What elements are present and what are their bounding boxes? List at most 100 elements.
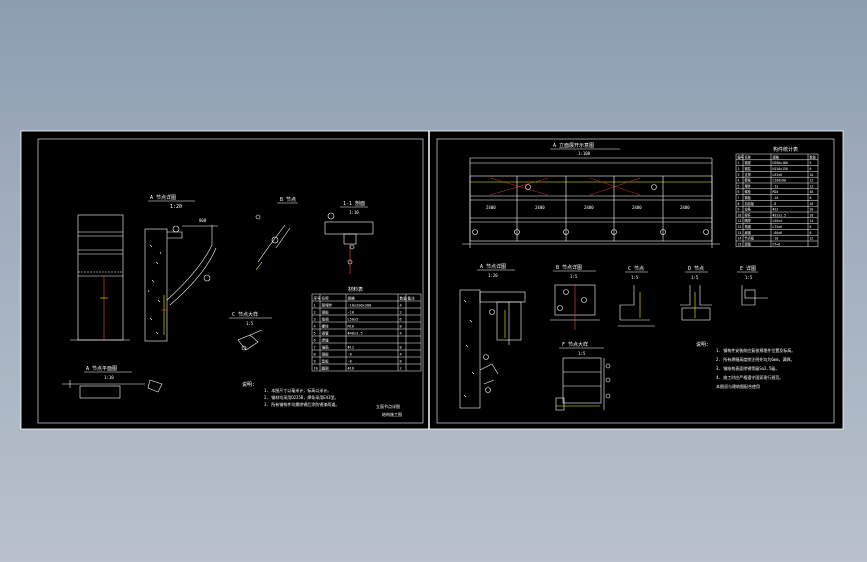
right-detail-5-title: E 详图 [740,265,756,272]
plan-view-drawing: A 节点平面图 1:10 [62,366,163,399]
material-table-cell: 8 [400,346,402,350]
material-table-header-cell: 备注 [408,296,416,301]
component-table-cell: 钢柱 [745,166,752,171]
material-table-cell: 2 [314,311,316,315]
component-table-cell: 8 [810,231,812,235]
component-table-cell: 10 [810,173,814,177]
left-drawing-title: 立面节点详图 [376,403,400,409]
material-table-header-cell: 序号 [314,296,322,301]
detail-a-scale: 1:20 [170,204,182,210]
component-table-cell: 16 [810,202,814,206]
left-sheet[interactable]: A 节点详图 1:20 800 [37,138,424,424]
material-table-cell: 钢管 [322,331,330,336]
component-table-cell: C160x60 [773,179,787,183]
material-table-header-cell: 规格 [348,296,356,301]
component-table-cell: Φ12 [773,208,779,212]
component-table-cell: H150x150 [773,167,788,171]
component-table-cell: 10 [810,213,814,217]
detail-c-drawing: C 节点大样 1:5 [229,311,272,351]
left-note-3: 3. 所有钢构件均需除锈后涂防锈漆两道。 [264,401,339,407]
right-detail-4-title: D 节点 [688,266,704,272]
detail-c-scale: 1:5 [246,321,254,326]
component-table-cell: -10 [773,196,779,200]
left-note-1: 1. 本图尺寸以毫米计，标高以米计。 [264,387,331,393]
right-detail-5-scale: 1:5 [745,275,753,280]
component-table-header-cell: 规格 [773,154,780,159]
material-table-cell: M16 [348,325,355,329]
component-table-cell: 支撑 [745,172,752,177]
component-table-cell: 6 [738,190,740,194]
section-1-scale: 1:10 [349,210,359,215]
component-table-cell: 20 [810,208,814,212]
detail-c-title: C 节点大样 [232,311,258,318]
label-b: B 节点 [280,197,296,203]
component-table-cell: 节点板 [745,236,755,241]
right-detail-5: E 详图 1:5 [737,265,768,306]
material-table-cell: 螺栓 [322,324,330,329]
right-note-1: 1. 钢构件安装前应复核预埋件位置及标高。 [716,347,795,353]
right-detail-6-title: F 节点大样 [562,341,588,348]
right-detail-2-title: B 节点详图 [556,264,582,271]
left-note-2: 2. 钢材均采用Q235B，焊条采用E43型。 [264,394,339,400]
component-table-cell: 拉条 [745,207,752,212]
component-table-cell: 檩条 [745,178,752,183]
component-table-cell: 13 [738,231,742,235]
component-table-cell: hf=6 [773,242,781,246]
right-detail-2: B 节点详图 1:5 [550,264,600,330]
component-table-cell: -10 [773,237,779,241]
component-table-cell: -60x6 [773,231,783,235]
component-table-cell: 12 [810,179,814,183]
right-detail-3-title: C 节点 [628,266,644,272]
section-a-drawing: 800 [144,218,218,342]
material-table-cell: 2 [400,367,402,371]
material-table-cell: 6 [400,318,402,322]
material-table-title: 材料表 [348,286,363,293]
material-table-cell: 钢板 [322,310,330,315]
right-detail-1-title: A 节点详图 [480,263,506,270]
component-table-cell: 隅撑 [745,218,752,223]
component-table-cell: L50x4 [773,219,783,223]
elevation-scale: 1:100 [578,151,591,156]
component-table-cell: 钢梁 [745,160,752,165]
material-table-cell: 6 [314,339,316,343]
component-table-cell: 3 [738,173,740,177]
material-table-cell: 预埋件 [322,303,333,308]
dim-800: 800 [199,218,207,223]
right-detail-3-scale: 1:5 [631,275,639,280]
component-table-cell: 焊缝 [745,241,752,246]
component-table-cell: 5 [738,184,740,188]
detail-b-drawing: B 节点 [255,197,298,271]
component-table-cell: 12 [810,184,814,188]
material-table-cell: -10x200x300 [348,304,372,308]
component-table-cell: 6 [810,225,812,229]
component-table-cell: 15 [738,242,742,246]
component-table-cell: 扁钢 [745,230,751,235]
component-table-cell: 11 [738,219,742,223]
material-table-cell: 3 [314,318,316,322]
right-detail-4-scale: 1:5 [691,275,699,280]
bay-label-5: 2400 [680,205,690,210]
material-table-cell: 圆钢 [322,366,330,371]
component-table-cell: 角钢 [745,224,751,229]
component-table-cell: 埋件 [745,183,752,188]
material-table-cell: -6 [348,360,352,364]
right-sheet[interactable]: A 立面展开示意图 1:100 2400 2400 2400 [436,138,835,424]
right-detail-2-scale: 1:5 [570,274,578,279]
material-table-cell: Φ16 [348,367,355,371]
detail-a-title: A 节点详图 [150,194,176,201]
right-detail-6-scale: 1:5 [578,351,586,356]
material-table-cell: 角钢 [322,317,330,322]
right-detail-1: A 节点详图 1:20 [459,263,526,409]
component-table-cell: 8 [810,196,812,200]
bay-label-2: 2400 [535,205,545,210]
left-notes-title: 说明: [242,381,255,388]
material-table-cell: 钢板 [322,352,330,357]
wall-elevation [70,214,130,341]
component-table-cell: 14 [810,219,814,223]
component-table-cell: L63x6 [773,173,783,177]
material-table-cell: -10 [348,311,355,315]
material-table-cell: 5 [314,332,316,336]
component-table-cell: 9 [738,208,740,212]
